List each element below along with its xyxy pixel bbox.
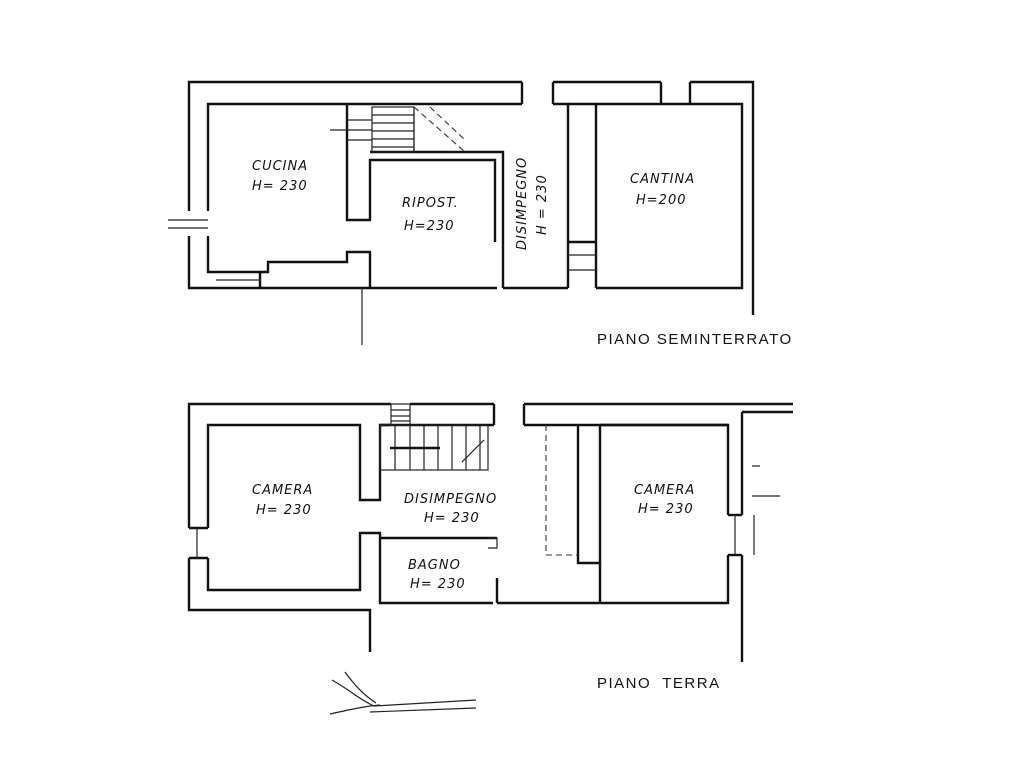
floor-title-basement: PIANO SEMINTERRATO: [597, 331, 793, 348]
room-label-bagno: BAGNO: [408, 558, 461, 573]
floor-title-ground: PIANO TERRA: [597, 675, 721, 692]
basement-staircase: [330, 106, 466, 153]
ground-entrance-path: [329, 671, 477, 715]
room-label-cantina: CANTINA: [630, 172, 695, 187]
basement-outer-walls: [187, 80, 755, 315]
room-height-ripost: H=230: [404, 219, 454, 234]
room-height-disimpegno-ground: H= 230: [424, 511, 480, 526]
room-label-cucina: CUCINA: [252, 159, 308, 174]
room-height-cantina: H=200: [636, 193, 686, 208]
room-height-camera-right: H= 230: [638, 502, 694, 517]
room-label-disimpegno-basement: DISIMPEGNO: [515, 157, 530, 250]
basement-openings: [168, 219, 596, 281]
room-label-disimpegno-ground: DISIMPEGNO: [404, 492, 497, 507]
basement-interior-walls: [258, 102, 690, 345]
ground-staircase: [379, 403, 489, 471]
ground-outer-walls: [187, 402, 793, 662]
room-label-camera-left: CAMERA: [252, 483, 313, 498]
ground-floor-plan: CAMERA H= 230 DISIMPEGNO H= 230 BAGNO H=…: [187, 402, 793, 715]
room-height-bagno: H= 230: [410, 577, 466, 592]
room-height-cucina: H= 230: [252, 179, 308, 194]
room-height-camera-left: H= 230: [256, 503, 312, 518]
room-label-camera-right: CAMERA: [634, 483, 695, 498]
ground-interior-walls: [380, 423, 780, 605]
basement-floor-plan: CUCINA H= 230 RIPOST. H=230 DISIMPEGNO H…: [168, 80, 793, 348]
ground-openings: [196, 515, 755, 558]
room-height-disimpegno-basement: H = 230: [535, 174, 550, 235]
room-label-ripost: RIPOST.: [402, 196, 459, 211]
